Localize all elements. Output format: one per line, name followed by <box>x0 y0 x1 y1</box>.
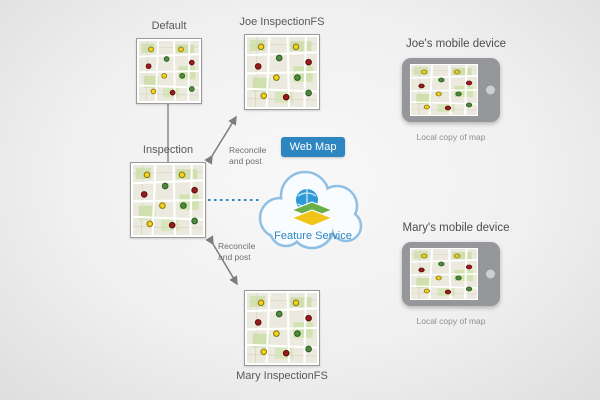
joe-device-caption: Local copy of map <box>416 132 486 142</box>
reconcile-label-top: Reconcile and post <box>229 145 267 167</box>
mary-device-title: Mary's mobile device <box>402 222 510 234</box>
map-art <box>411 65 477 115</box>
mary-device-caption: Local copy of map <box>416 316 486 326</box>
mary-version-label: Mary InspectionFS <box>236 370 328 382</box>
joe-tablet-screen <box>410 64 478 116</box>
cloud-shape <box>250 158 376 258</box>
default-version-label: Default <box>151 20 187 32</box>
joe-tablet <box>402 58 500 122</box>
mary-version-map <box>244 290 320 366</box>
feature-service-label: Feature Service <box>274 230 352 242</box>
default-version-map <box>136 38 202 104</box>
joe-version-map <box>244 34 320 110</box>
map-art <box>247 37 317 107</box>
home-button-icon <box>486 85 495 95</box>
home-button-icon <box>486 269 495 279</box>
cloud-graphic <box>258 170 363 250</box>
mary-tablet <box>402 242 500 306</box>
mary-tablet-screen <box>410 248 478 300</box>
reconcile-label-bottom: Reconcile and post <box>218 241 256 263</box>
joe-device-title: Joe's mobile device <box>406 38 506 50</box>
arcgis-layers-icon <box>290 189 334 227</box>
inspection-version-label: Inspection <box>142 144 194 156</box>
map-art <box>139 41 199 101</box>
map-art <box>411 249 477 299</box>
map-art <box>133 165 203 235</box>
joe-version-label: Joe InspectionFS <box>239 16 325 28</box>
inspection-version-map <box>130 162 206 238</box>
web-map-badge: Web Map <box>281 137 345 157</box>
map-art <box>247 293 317 363</box>
